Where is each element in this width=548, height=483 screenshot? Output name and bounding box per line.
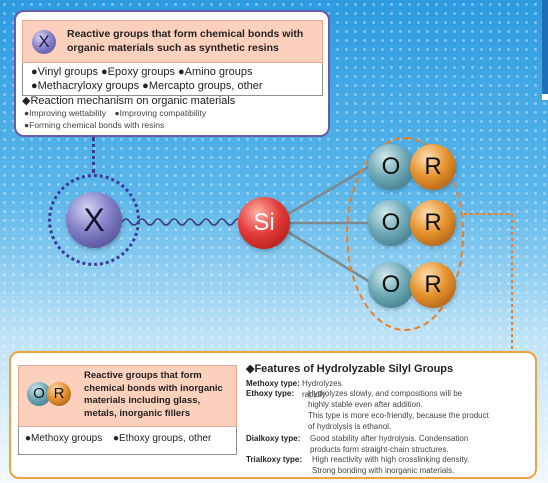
inorganic-groups-box: O R Reactive groups that form chemical b… — [9, 351, 537, 479]
organic-groups-heading: Reactive groups that form chemical bonds… — [67, 28, 304, 54]
edge-strip — [542, 0, 548, 94]
or-pair: O R — [368, 200, 460, 246]
or-pair: O R — [368, 144, 460, 190]
organic-groups-line: ●Vinyl groups ●Epoxy groups ●Amino group… — [31, 66, 253, 78]
r-ball-icon: R — [47, 382, 71, 406]
mechanism-item: ●Improving wettability — [24, 108, 107, 118]
x-ball: X — [66, 192, 122, 248]
organic-groups-header: X Reactive groups that form chemical bon… — [22, 20, 323, 63]
or-pair: O R — [368, 262, 460, 308]
organic-groups-list: ●Vinyl groups ●Epoxy groups ●Amino group… — [22, 63, 323, 96]
wavy-bond — [121, 218, 241, 226]
features-title: ◆Features of Hydrolyzable Silyl Groups — [246, 363, 454, 375]
r-ball: R — [410, 200, 456, 246]
mechanism-item: ●Forming chemical bonds with resins — [24, 120, 165, 130]
inorganic-groups-header: O R Reactive groups that form chemical b… — [18, 365, 237, 427]
feature-desc: Good stability after hydrolysis. Condens… — [310, 434, 469, 443]
feature-desc: High reactivity with high crosslinking d… — [312, 455, 470, 464]
inorganic-groups-list: ●Methoxy groups ●Ethoxy groups, other — [18, 427, 237, 455]
inorganic-group-item: ●Ethoxy groups, other — [112, 433, 212, 444]
mechanism-item: ●Improving compatibility — [114, 108, 207, 118]
r-ball: R — [410, 144, 456, 190]
organic-groups-box: X Reactive groups that form chemical bon… — [14, 10, 330, 137]
si-or-bond-top — [287, 164, 371, 216]
mechanism-list: ●Improving wettability ●Improving compat… — [24, 107, 212, 131]
inorganic-groups-heading: Reactive groups that form chemical bonds… — [84, 370, 223, 419]
or-to-box-dashed — [464, 213, 513, 350]
edge-strip-light — [542, 94, 548, 100]
organic-groups-line: ●Methacryloxy groups ●Mercapto groups, o… — [31, 80, 263, 92]
si-ball: Si — [238, 197, 290, 249]
feature-desc: highly stable even after addition. — [308, 400, 423, 409]
feature-type: Ethoxy type: — [246, 389, 295, 398]
feature-type: Dialkoxy type: — [246, 434, 301, 443]
inorganic-group-item: ●Methoxy groups — [25, 433, 103, 444]
x-ball-icon: X — [32, 30, 56, 54]
feature-type: Methoxy type: — [246, 379, 300, 388]
x-ring — [48, 174, 140, 266]
feature-desc: Strong bonding with inorganic materials. — [312, 466, 455, 475]
or-group-ellipse — [346, 137, 464, 331]
feature-type: Trialkoxy type: — [246, 455, 303, 464]
feature-desc: products form straight-chain structures. — [310, 445, 449, 454]
or-icon: O R — [27, 382, 71, 406]
connector-dotted-line — [92, 137, 95, 173]
feature-desc: This type is more eco-friendly, because … — [308, 411, 489, 420]
mechanism-title: ◆Reaction mechanism on organic materials — [22, 95, 236, 107]
o-ball: O — [368, 144, 414, 190]
feature-desc: of hydrolysis is ethanol. — [308, 422, 392, 431]
r-ball: R — [410, 262, 456, 308]
o-ball: O — [368, 262, 414, 308]
feature-desc: Hydrolyzes rapidly. — [302, 379, 342, 399]
feature-desc: Hydrolyzes slowly, and compositions will… — [308, 389, 463, 398]
o-ball: O — [368, 200, 414, 246]
